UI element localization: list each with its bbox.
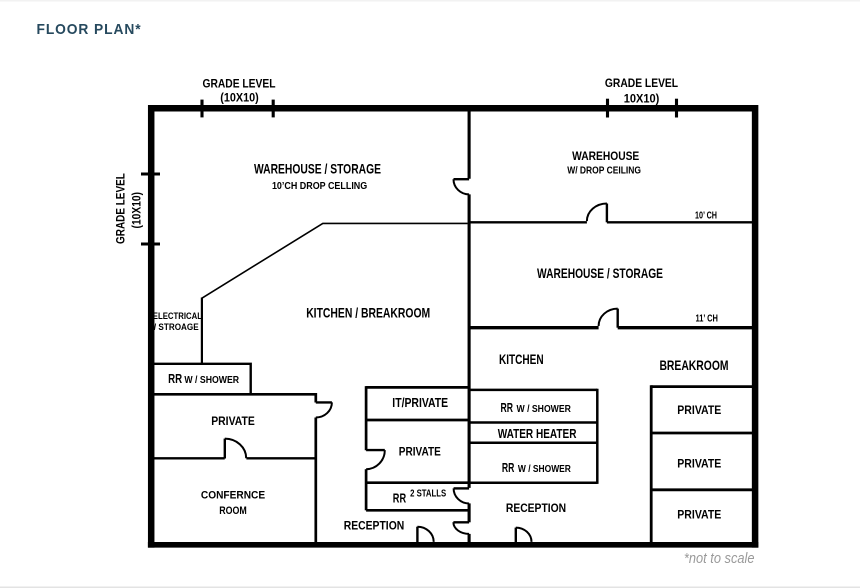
svg-text:WAREHOUSE / STORAGE: WAREHOUSE / STORAGE <box>537 266 663 281</box>
svg-text:ELECTRICAL: ELECTRICAL <box>153 311 202 322</box>
svg-text:W / SHOWER: W / SHOWER <box>518 464 571 475</box>
svg-text:10’ CH: 10’ CH <box>695 211 717 222</box>
svg-text:GRADE LEVEL: GRADE LEVEL <box>605 76 679 90</box>
svg-text:IT/PRIVATE: IT/PRIVATE <box>392 395 448 410</box>
svg-text:2 STALLS: 2 STALLS <box>410 489 446 500</box>
svg-text:RR: RR <box>502 461 515 475</box>
svg-text:/ STROAGE: / STROAGE <box>154 322 199 333</box>
svg-text:W / SHOWER: W / SHOWER <box>517 404 571 415</box>
svg-text:RR: RR <box>168 372 182 386</box>
svg-text:KITCHEN: KITCHEN <box>499 352 544 367</box>
svg-text:PRIVATE: PRIVATE <box>211 414 255 428</box>
svg-text:CONFERNCE: CONFERNCE <box>201 489 265 501</box>
svg-text:W / SHOWER: W / SHOWER <box>184 375 239 386</box>
svg-text:RR: RR <box>501 401 514 415</box>
svg-text:GRADE LEVEL: GRADE LEVEL <box>203 77 276 91</box>
svg-text:FLOOR PLAN*: FLOOR PLAN* <box>37 21 142 38</box>
svg-text:KITCHEN / BREAKROOM: KITCHEN / BREAKROOM <box>306 306 430 321</box>
svg-text:(10X10): (10X10) <box>129 192 143 229</box>
svg-text:WATER HEATER: WATER HEATER <box>498 427 577 441</box>
svg-text:PRIVATE: PRIVATE <box>677 457 721 471</box>
svg-text:RECEPTION: RECEPTION <box>506 501 566 515</box>
svg-text:(10X10): (10X10) <box>220 91 259 105</box>
svg-text:*not to scale: *not to scale <box>684 550 755 567</box>
svg-text:ROOM: ROOM <box>219 505 247 517</box>
svg-text:11’ CH: 11’ CH <box>695 314 718 325</box>
svg-text:WAREHOUSE: WAREHOUSE <box>572 149 639 163</box>
svg-text:PRIVATE: PRIVATE <box>399 447 441 459</box>
svg-text:W/ DROP CEILING: W/ DROP CEILING <box>567 166 641 177</box>
svg-text:RR: RR <box>393 491 406 506</box>
svg-text:RECEPTION: RECEPTION <box>344 518 405 532</box>
svg-text:10X10): 10X10) <box>624 92 660 106</box>
svg-text:BREAKROOM: BREAKROOM <box>659 358 728 373</box>
svg-text:GRADE LEVEL: GRADE LEVEL <box>114 173 128 244</box>
svg-text:PRIVATE: PRIVATE <box>677 403 721 417</box>
svg-text:WAREHOUSE / STORAGE: WAREHOUSE / STORAGE <box>254 162 381 177</box>
svg-text:10’CH DROP CELLING: 10’CH DROP CELLING <box>272 181 367 192</box>
svg-text:PRIVATE: PRIVATE <box>677 507 721 521</box>
